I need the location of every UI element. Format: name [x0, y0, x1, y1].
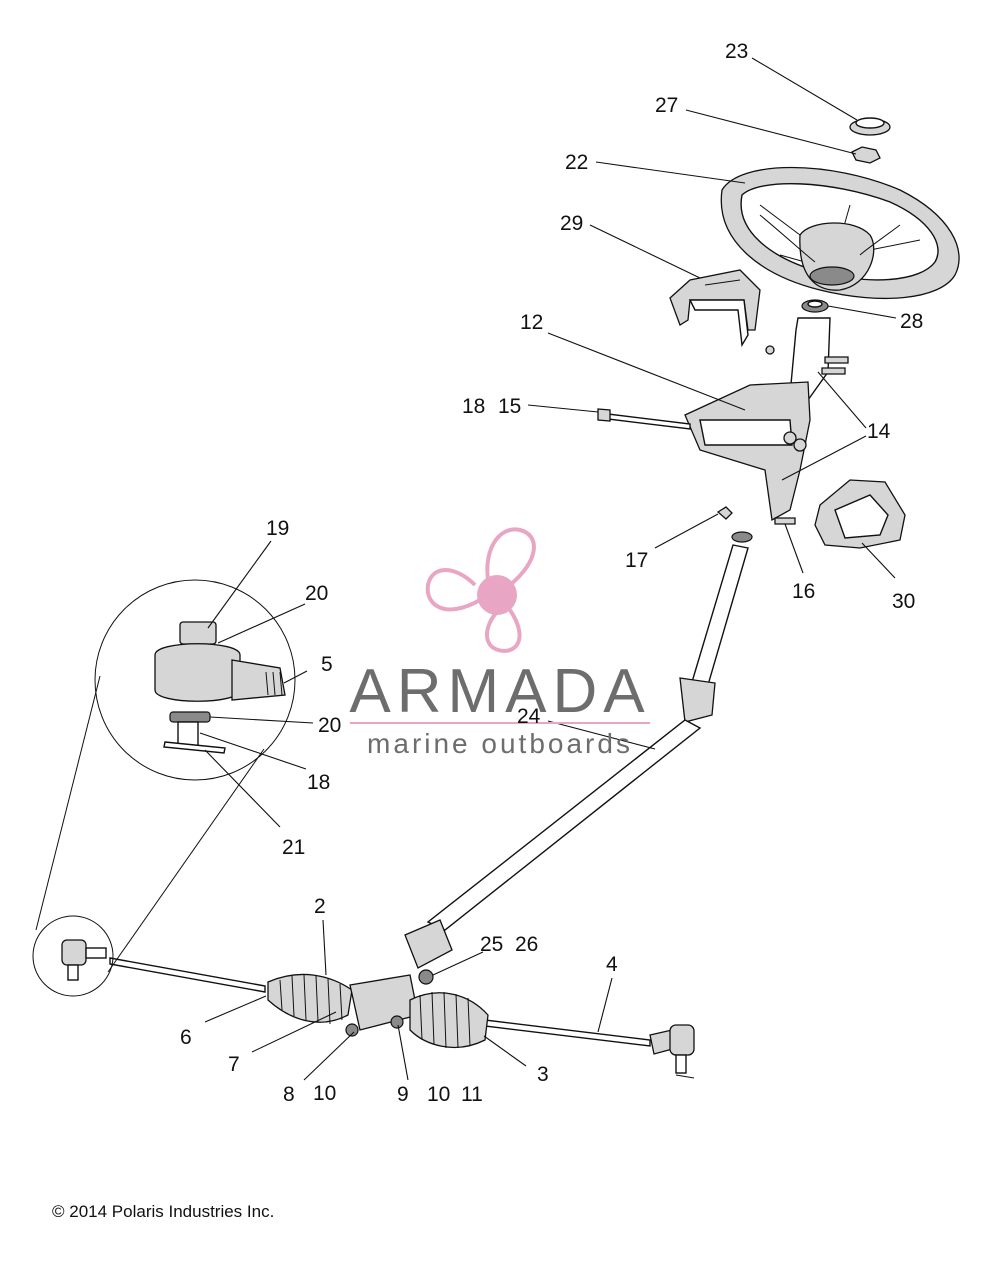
- callout-20-upper: 20: [305, 582, 328, 605]
- propeller-logo: [425, 527, 536, 653]
- callout-23: 23: [725, 40, 748, 63]
- armada-watermark: ARMADA marine outboards: [349, 527, 650, 759]
- callout-30: 30: [892, 590, 915, 613]
- callout-7: 7: [228, 1053, 240, 1076]
- watermark-tagline: marine outboards: [367, 728, 633, 759]
- callout-6: 6: [180, 1026, 192, 1049]
- callout-18-upper: 18: [462, 395, 485, 418]
- callout-5: 5: [321, 653, 333, 676]
- callout-9: 9: [397, 1083, 409, 1106]
- long-bolt: [597, 408, 691, 430]
- watermark-brand: ARMADA: [349, 657, 650, 726]
- horn-cap: [849, 117, 891, 136]
- callout-4: 4: [606, 953, 618, 976]
- callout-21: 21: [282, 836, 305, 859]
- callout-24: 24: [517, 705, 541, 728]
- callout-2: 2: [314, 895, 326, 918]
- callout-20-lower: 20: [318, 714, 341, 737]
- steering-column: [684, 317, 831, 522]
- copyright-notice: © 2014 Polaris Industries Inc.: [52, 1202, 275, 1221]
- callout-27: 27: [655, 94, 678, 117]
- right-tie-rod-end: [649, 1024, 695, 1079]
- callout-22: 22: [565, 151, 588, 174]
- callout-labels: 23 27 22 29 28 12 18 15 14 17 16 30 19 2…: [180, 40, 923, 1106]
- callout-14: 14: [867, 420, 891, 443]
- callout-19: 19: [266, 517, 289, 540]
- upper-column-cover: [669, 269, 761, 348]
- callout-18-lower: 18: [307, 771, 330, 794]
- callout-15: 15: [498, 395, 521, 418]
- steering-wheel: [720, 166, 960, 300]
- left-tie-rod-end-small: [32, 915, 114, 997]
- callout-8: 8: [283, 1083, 295, 1106]
- callout-25: 25: [480, 933, 503, 956]
- steering-nut: [851, 146, 881, 164]
- callout-10-right: 10: [427, 1083, 450, 1106]
- callout-17: 17: [625, 549, 648, 572]
- mount-bolts: [716, 356, 849, 525]
- lower-column-cover: [814, 479, 906, 549]
- column-bushing: [801, 299, 829, 313]
- callout-3: 3: [537, 1063, 549, 1086]
- intermediate-shaft: [404, 531, 753, 969]
- steering-rack: [109, 957, 651, 1049]
- callout-28: 28: [900, 310, 923, 333]
- callout-29: 29: [560, 212, 583, 235]
- callout-16: 16: [792, 580, 815, 603]
- callout-10-left: 10: [313, 1082, 336, 1105]
- callout-26: 26: [515, 933, 538, 956]
- callout-12: 12: [520, 311, 543, 334]
- detail-magnifier: [35, 579, 296, 973]
- callout-11: 11: [461, 1083, 483, 1106]
- leader-lines: [199, 57, 897, 1081]
